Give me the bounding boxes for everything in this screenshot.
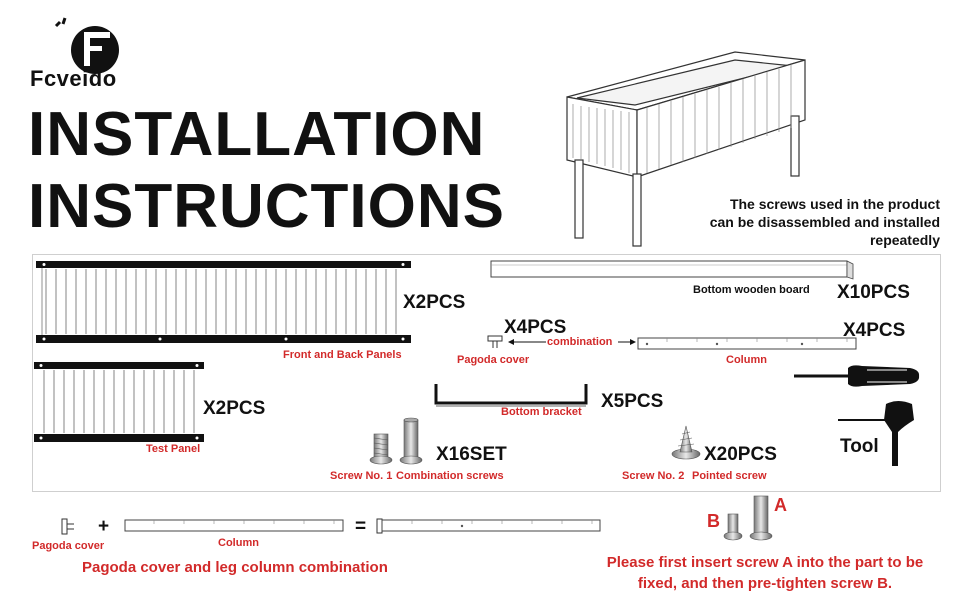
screw-1-label: Screw No. 1 <box>330 470 393 482</box>
screw-1-type-label: Combination screws <box>396 470 504 482</box>
title-line-1: INSTALLATION <box>28 100 486 169</box>
screw-2-label: Screw No. 2 <box>622 470 685 482</box>
screw-instruction-text: Please first insert screw A into the par… <box>585 552 945 594</box>
bottom-board-qty: X10PCS <box>837 282 910 303</box>
note-line-3: repeatedly <box>869 232 940 248</box>
column-qty: X4PCS <box>843 320 906 341</box>
screw-instruction-line-1: Please first insert screw A into the par… <box>606 554 924 571</box>
test-panel-image <box>34 362 204 442</box>
screwdriver-icon <box>792 362 922 390</box>
tool-label: Tool <box>840 436 879 457</box>
column-label: Column <box>726 354 767 366</box>
pointed-screw-icon <box>669 424 703 464</box>
reusable-screws-note: The screws used in the product can be di… <box>640 195 940 249</box>
pagoda-cover-icon <box>487 335 505 349</box>
bottom-board-label: Bottom wooden board <box>693 284 810 296</box>
brand-logo <box>30 12 140 92</box>
pagoda-cover-qty: X4PCS <box>504 317 567 338</box>
brand-name: Fcveido <box>30 66 117 91</box>
equals-sign: = <box>355 516 367 537</box>
combination-arrow-left-icon <box>508 337 548 347</box>
bottom-bracket-label: Bottom bracket <box>501 406 582 418</box>
screw-a-label: A <box>774 495 787 515</box>
pagoda-cover-small-icon <box>58 518 76 536</box>
screw-2-qty: X20PCS <box>704 444 777 465</box>
combined-column-image <box>376 517 602 535</box>
bottom-bracket-qty: X5PCS <box>601 391 664 412</box>
screw-1-qty: X16SET <box>436 444 507 465</box>
note-line-1: The screws used in the product <box>729 196 940 212</box>
test-panel-qty: X2PCS <box>203 398 266 419</box>
parts-list-box <box>32 254 941 492</box>
front-back-panel-image <box>36 261 411 343</box>
column-image <box>637 337 857 351</box>
planter-illustration <box>555 12 815 252</box>
bottom-bracket-image <box>433 384 589 408</box>
combination-column-image <box>124 519 344 533</box>
combination-label: combination <box>547 336 613 348</box>
screw-instruction-line-2: fixed, and then pre-tighten screw B. <box>637 575 893 592</box>
plus-sign: + <box>98 516 110 537</box>
combination-caption: Pagoda cover and leg column combination <box>82 559 388 576</box>
note-line-2: can be disassembled and installed <box>709 214 940 230</box>
title-line-2: INSTRUCTIONS <box>28 172 505 241</box>
front-back-panel-qty: X2PCS <box>403 292 466 313</box>
test-panel-label: Test Panel <box>146 443 201 455</box>
combination-screw-icon <box>368 416 434 468</box>
combination-column-label: Column <box>218 537 259 549</box>
logo-mark-icon <box>54 17 119 74</box>
pagoda-cover-label: Pagoda cover <box>457 354 530 366</box>
screw-b-label: B <box>707 511 720 531</box>
combination-arrow-right-icon <box>618 337 636 347</box>
front-back-panel-label: Front and Back Panels <box>283 349 402 361</box>
hex-key-icon <box>838 396 918 468</box>
bottom-board-image <box>490 260 855 280</box>
screw-a-b-icon <box>722 494 782 542</box>
combination-pagoda-label: Pagoda cover <box>32 540 105 552</box>
screw-2-type-label: Pointed screw <box>692 470 767 482</box>
